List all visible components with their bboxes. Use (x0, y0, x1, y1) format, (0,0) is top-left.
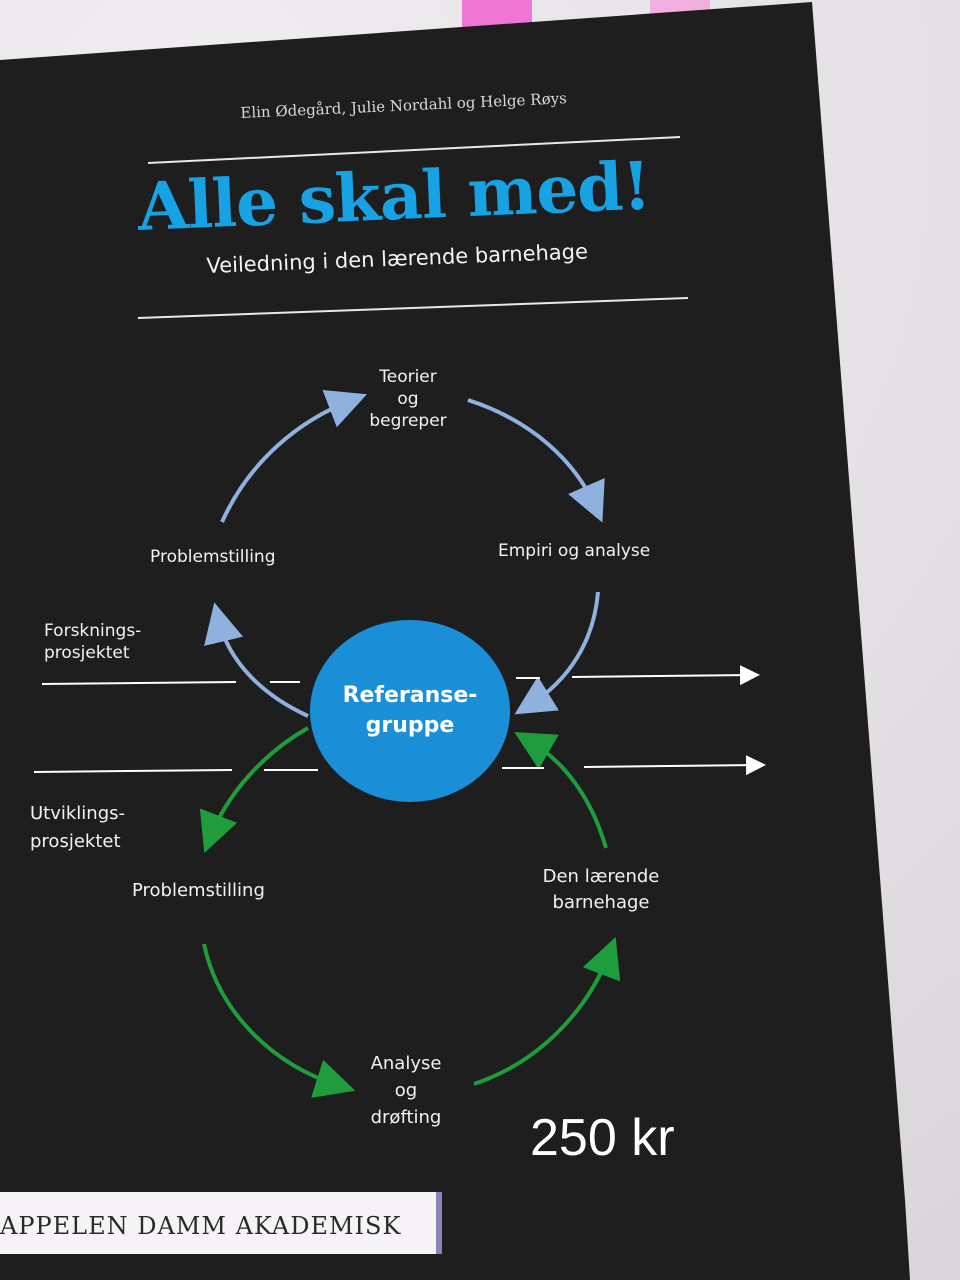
research-project-line2: prosjektet (44, 643, 130, 663)
node-analysis-line1: Analyse (370, 1053, 442, 1074)
arrow-empiri-to-center (514, 591, 600, 715)
node-theories-line3: begreper (369, 411, 447, 431)
node-analysis-line2: og (394, 1080, 418, 1101)
node-empiri: Empiri og analyse (498, 541, 651, 561)
arrow-problem-to-analysis (202, 943, 356, 1098)
development-project-line1: Utviklings- (30, 803, 126, 824)
publisher-name: APPELEN DAMM AKADEMISK (0, 1212, 402, 1240)
arrow-theory-to-empiri (467, 398, 605, 523)
node-learning-kindergarten-line2: barnehage (552, 892, 650, 913)
reference-group-line1: Referanse- (342, 683, 478, 708)
arrow-center-to-problem-2 (199, 726, 309, 853)
node-problem-top: Problemstilling (150, 547, 276, 567)
band-line-upper-left (41, 681, 237, 685)
node-theories: Teorier og begreper (358, 366, 458, 432)
node-analysis-line3: drøfting (370, 1107, 442, 1128)
band-arrow-lower (583, 755, 766, 776)
node-theories-line1: Teorier (379, 367, 437, 387)
price-text: 250 kr (530, 1109, 675, 1167)
arrow-center-to-problem (204, 602, 309, 718)
rule-bottom (137, 297, 689, 319)
band-arrow-upper (571, 665, 760, 686)
research-project-label: Forsknings- prosjektet (44, 620, 141, 664)
node-learning-kindergarten: Den lærende barnehage (536, 864, 666, 916)
development-project-line2: prosjektet (30, 831, 121, 852)
node-learning-kindergarten-line1: Den lærende (542, 866, 660, 887)
rule-top (147, 136, 681, 164)
development-project-label: Utviklings- prosjektet (30, 800, 125, 856)
publisher-bar (0, 1192, 442, 1254)
node-analysis: Analyse og drøfting (356, 1050, 456, 1131)
reference-group-circle: Referanse- gruppe (310, 620, 510, 802)
arrow-problem-to-theory (220, 389, 367, 523)
research-project-line1: Forsknings- (44, 621, 142, 641)
node-theories-line2: og (397, 389, 419, 409)
band-line-lower-left (33, 769, 233, 773)
node-problem-bottom: Problemstilling (132, 880, 265, 901)
reference-group-line2: gruppe (365, 713, 455, 738)
arrow-analysis-to-kindergarten (473, 937, 621, 1086)
arrow-kindergarten-to-center (514, 731, 608, 849)
